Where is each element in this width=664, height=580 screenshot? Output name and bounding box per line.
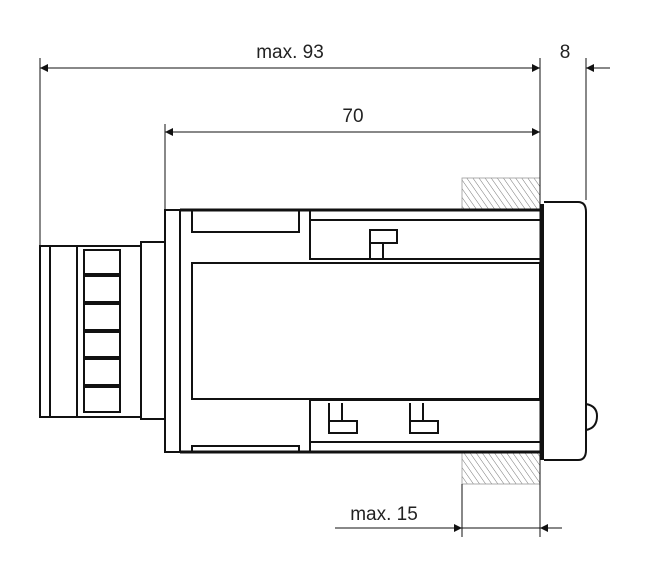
dimension-label-panel: max. 15 [350,504,418,525]
housing [164,208,541,454]
dimension-label-bezel: 8 [560,42,571,63]
front-bezel [540,201,599,461]
latch-top [369,229,398,259]
dimension-label-body: 70 [342,106,363,127]
rear-connector [39,241,166,420]
panel-cutout-hatch [461,177,541,485]
dimension-bezel: 8 [560,42,610,72]
latch-bottom-1 [328,403,358,434]
latch-bottom-2 [409,403,439,434]
button-icon [585,403,599,431]
dimension-overall: max. 93 [40,42,540,72]
dimension-panel: max. 15 [335,504,562,532]
dimension-label-overall: max. 93 [256,42,324,63]
dimension-body: 70 [165,106,540,136]
